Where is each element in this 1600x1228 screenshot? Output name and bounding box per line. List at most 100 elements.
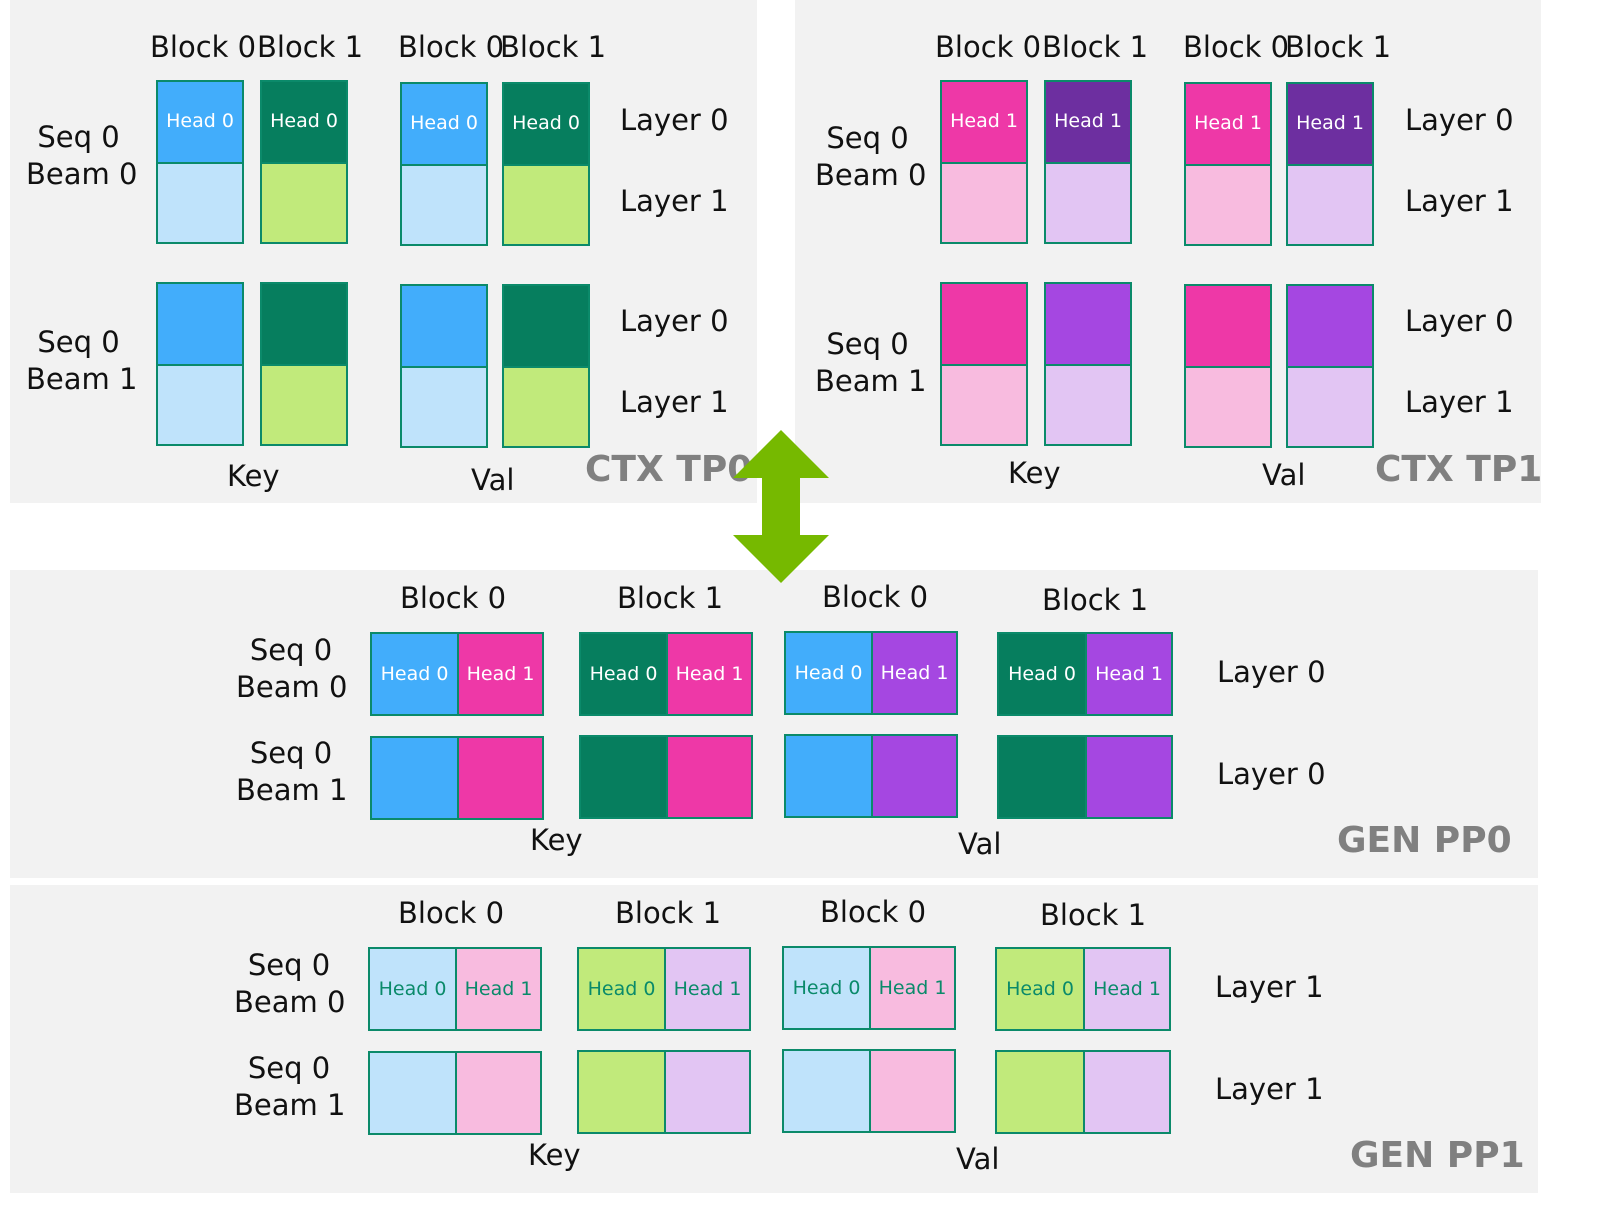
- cell-head0: [372, 738, 457, 818]
- key-label: Key: [530, 823, 583, 857]
- val-label: Val: [471, 463, 515, 497]
- val-label: Val: [1262, 458, 1306, 492]
- layer-label: Layer 1: [1405, 184, 1514, 218]
- head-label: Head 1: [1296, 112, 1364, 134]
- head-label: Head 1: [878, 977, 947, 999]
- cell-head0: [370, 1053, 455, 1133]
- val-block-1-beam0: Head 0 Head 1: [995, 947, 1171, 1031]
- cell-head0-layer0: Head 0: [504, 84, 588, 164]
- head-label: Head 1: [464, 978, 533, 1000]
- val-block-1-beam1: [995, 1050, 1171, 1134]
- key-block-0-beam1: [370, 736, 544, 820]
- layer-label: Layer 1: [1405, 385, 1514, 419]
- val-block-1-beam0: Head 0: [502, 82, 590, 246]
- head-label: Head 0: [1006, 978, 1074, 1000]
- panel-title: CTX TP0: [585, 449, 753, 490]
- key-block-1-beam1: [577, 1050, 751, 1134]
- cell-head0: Head 0: [786, 633, 871, 713]
- cell-head1: Head 1: [664, 949, 749, 1029]
- head-label: Head 0: [1008, 663, 1076, 685]
- val-block-1-beam1: [1286, 284, 1374, 448]
- layer-label: Layer 1: [620, 385, 729, 419]
- cell-layer1: [942, 364, 1026, 444]
- cell-head0: Head 0: [999, 634, 1085, 714]
- val-block-0-beam0: Head 1: [1184, 82, 1272, 246]
- cell-head1: [457, 738, 542, 818]
- head-label: Head 1: [1093, 978, 1161, 1000]
- cell-layer0: [1186, 286, 1270, 366]
- cell-head0: Head 0: [784, 948, 869, 1028]
- block-label: Block 1: [617, 581, 724, 615]
- cell-head1: [1083, 1052, 1169, 1132]
- block-label: Block 1: [615, 896, 722, 930]
- row-label-seq0-beam1: Seq 0 Beam 1: [234, 1051, 346, 1122]
- block-label: Block 1: [1042, 583, 1149, 617]
- cell-head0: Head 0: [997, 949, 1083, 1029]
- key-block-1-beam1: [1044, 282, 1132, 446]
- block-label: Block 1: [257, 30, 364, 64]
- cell-head1-layer0: Head 1: [942, 82, 1026, 162]
- row-label-seq0-beam1: Seq 0 Beam 1: [815, 327, 927, 398]
- cell-head1: Head 1: [457, 634, 542, 714]
- val-block-0-beam0: Head 0: [400, 82, 488, 246]
- val-label: Val: [956, 1142, 1000, 1176]
- key-block-1-beam0: Head 0: [260, 80, 348, 244]
- row-label-seq0-beam0: Seq 0 Beam 0: [815, 121, 927, 192]
- block-label: Block 0: [398, 30, 505, 64]
- cell-head0-layer1: [402, 164, 486, 244]
- block-label: Block 0: [822, 580, 929, 614]
- cell-head1-layer1: [1186, 164, 1270, 244]
- key-block-0-beam1: [940, 282, 1028, 446]
- cell-head0: Head 0: [372, 634, 457, 714]
- block-label: Block 0: [398, 896, 505, 930]
- cell-head1: [455, 1053, 540, 1133]
- head-label: Head 0: [587, 978, 656, 1000]
- cell-head0: Head 0: [581, 634, 666, 714]
- cell-head1-layer1: [942, 162, 1026, 242]
- block-label: Block 1: [1040, 898, 1147, 932]
- cell-layer0: [504, 286, 588, 366]
- cell-layer0: [158, 284, 242, 364]
- block-label: Block 1: [500, 30, 607, 64]
- val-block-0-beam1: [400, 284, 488, 448]
- head-label: Head 1: [466, 663, 535, 685]
- cell-head1: [871, 736, 956, 816]
- head-label: Head 1: [1194, 112, 1262, 134]
- layer-label: Layer 1: [620, 184, 729, 218]
- layer-label: Layer 0: [1217, 757, 1326, 791]
- cell-head1: Head 1: [455, 949, 540, 1029]
- key-block-0-beam0: Head 0 Head 1: [370, 632, 544, 716]
- key-block-1-beam0: Head 0 Head 1: [577, 947, 751, 1031]
- cell-layer0: [402, 286, 486, 366]
- cell-head0-layer1: [262, 162, 346, 242]
- head-label: Head 0: [166, 110, 234, 132]
- val-label: Val: [958, 827, 1002, 861]
- cell-layer0: [262, 284, 346, 364]
- val-block-0-beam0: Head 0 Head 1: [782, 946, 956, 1030]
- head-label: Head 0: [792, 977, 861, 999]
- head-label: Head 1: [675, 663, 744, 685]
- cell-head0: [997, 1052, 1083, 1132]
- val-block-0-beam1: [784, 734, 958, 818]
- cell-layer1: [402, 366, 486, 446]
- key-block-0-beam0: Head 0 Head 1: [368, 947, 542, 1031]
- panel-title: CTX TP1: [1375, 449, 1543, 490]
- key-block-0-beam0: Head 0: [156, 80, 244, 244]
- row-label-seq0-beam0: Seq 0 Beam 0: [26, 120, 138, 191]
- head-label: Head 1: [880, 662, 949, 684]
- layer-label: Layer 0: [1405, 304, 1514, 338]
- row-label-seq0-beam0: Seq 0 Beam 0: [234, 948, 346, 1019]
- head-label: Head 0: [378, 978, 447, 1000]
- val-block-1-beam1: [997, 735, 1173, 819]
- key-block-0-beam0: Head 1: [940, 80, 1028, 244]
- cell-head1: Head 1: [666, 634, 751, 714]
- ctx-tp0-panel: Block 0 Block 1 Block 0 Block 1 Seq 0 Be…: [10, 0, 757, 503]
- layer-label: Layer 1: [1215, 1072, 1324, 1106]
- layer-label: Layer 0: [620, 103, 729, 137]
- cell-head1-layer0: Head 1: [1186, 84, 1270, 164]
- head-label: Head 0: [270, 110, 338, 132]
- gen-pp1-panel: Block 0 Block 1 Block 0 Block 1 Seq 0 Be…: [10, 885, 1538, 1193]
- cell-layer1: [1046, 364, 1130, 444]
- row-label-seq0-beam0: Seq 0 Beam 0: [236, 633, 348, 704]
